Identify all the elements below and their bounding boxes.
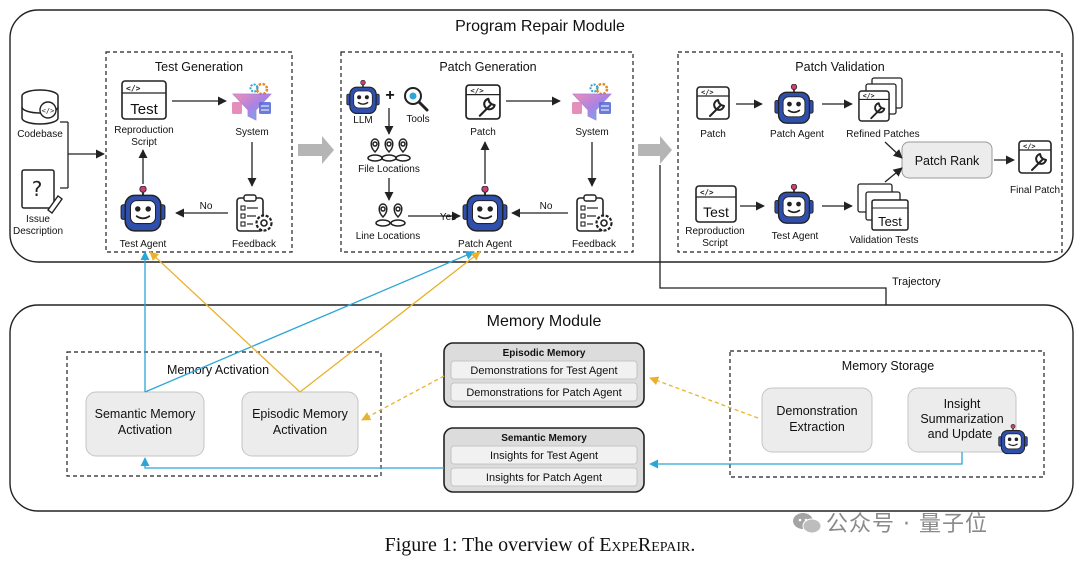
issue-label-line2: Description (13, 226, 63, 237)
memory-module-title: Memory Module (487, 313, 602, 330)
patch-doc-icon (465, 84, 501, 120)
tools-icon (404, 87, 429, 112)
caption-name-a: Expe (599, 534, 638, 556)
yes-label: Yes (440, 212, 456, 223)
patch-label: Patch (470, 127, 496, 138)
flow-arrow-1 (298, 136, 334, 164)
feedback-label-2: Feedback (572, 239, 617, 250)
reproduction-script-label-1: Reproduction (114, 125, 173, 136)
memory-module: Memory Module Memory Activation Semantic… (9, 304, 1074, 512)
wechat-icon (793, 513, 822, 534)
svg-text:</>: </> (126, 84, 141, 93)
program-repair-title: Program Repair Module (455, 18, 625, 35)
episodic-memory-box: Episodic Memory Demonstrations for Test … (443, 342, 645, 408)
caption-name-b: Repair (637, 534, 691, 556)
flow-arrow-2 (638, 136, 672, 164)
svg-text:Test: Test (130, 101, 158, 118)
patch-validation-box: Patch Validation Patch Patch Agent Refin… (677, 51, 1063, 253)
episodic-to-activation-arrow (361, 375, 445, 421)
patch-agent-label: Patch Agent (458, 239, 512, 250)
insight-label-2: Summarization (920, 412, 1003, 426)
svg-text:</>: </> (42, 107, 55, 115)
line-locations-label: Line Locations (356, 231, 421, 242)
svg-text:</>: </> (700, 188, 714, 197)
test-generation-box: Test Generation </> Test Reproduction Sc… (105, 51, 293, 253)
llm-label: LLM (353, 115, 372, 126)
reproduction-script-label-2: Script (131, 137, 157, 148)
file-locations-label: File Locations (358, 164, 420, 175)
patch-rank-box: Patch Rank (901, 141, 993, 179)
semantic-activation-label-2: Activation (118, 423, 172, 437)
feedback-label: Feedback (232, 239, 277, 250)
watermark: 公众号 · 量子位 (792, 506, 988, 538)
validation-patch-icon (696, 86, 730, 120)
memory-activation-box: Memory Activation Semantic Memory Activa… (66, 351, 382, 477)
demo-extraction-label-2: Extraction (789, 420, 845, 434)
validation-patch-agent-label: Patch Agent (770, 129, 824, 140)
issue-label-line1: Issue (26, 214, 50, 225)
validation-patch-label: Patch (700, 129, 726, 140)
reproduction-script-icon: </> Test (121, 80, 167, 120)
activation-links (140, 251, 481, 393)
validation-tests-icon: Test (857, 183, 909, 231)
semantic-to-activation-arrow (140, 457, 444, 469)
episodic-activation-label-2: Activation (273, 423, 327, 437)
episodic-item-patch-agent: Demonstrations for Patch Agent (466, 387, 621, 399)
issue-description-icon: ? (21, 169, 63, 214)
figure-caption: Figure 1: The overview of ExpeRepair. (0, 534, 1080, 557)
insight-to-semantic-arrow (649, 452, 963, 469)
input-connector (60, 121, 104, 189)
program-repair-module: Program Repair Module </> Codebase ? Iss… (9, 9, 1074, 347)
svg-text:Test: Test (878, 214, 902, 229)
codebase-icon: </> (21, 89, 59, 125)
episodic-item-test-agent: Demonstrations for Test Agent (470, 365, 617, 377)
semantic-item-test-agent: Insights for Test Agent (490, 450, 598, 462)
validation-tests-label: Validation Tests (849, 235, 918, 246)
watermark-text: 公众号 · 量子位 (826, 512, 988, 537)
validation-reproduction-label-1: Reproduction (685, 226, 744, 237)
semantic-memory-box: Semantic Memory Insights for Test Agent … (443, 427, 645, 493)
memory-activation-title: Memory Activation (167, 363, 269, 377)
patch-rank-label: Patch Rank (915, 154, 980, 168)
codebase-label: Codebase (17, 129, 63, 140)
svg-text:Test: Test (703, 204, 729, 220)
demo-to-episodic-arrow (649, 376, 759, 419)
system-label: System (235, 127, 268, 138)
test-agent-label: Test Agent (120, 239, 167, 250)
refined-patches-label: Refined Patches (846, 129, 919, 140)
semantic-activation-label-1: Semantic Memory (95, 407, 196, 421)
demo-extraction-label-1: Demonstration (776, 404, 857, 418)
semantic-memory-title: Semantic Memory (501, 433, 587, 444)
memory-storage-title: Memory Storage (842, 359, 934, 373)
system-label-2: System (575, 127, 608, 138)
patch-validation-title: Patch Validation (795, 60, 884, 74)
validation-reproduction-label-2: Script (702, 238, 728, 249)
final-patch-icon (1018, 140, 1052, 174)
no-label: No (200, 201, 213, 212)
no-label-2: No (540, 201, 553, 212)
caption-prefix: Figure 1: The overview of (384, 534, 600, 556)
trajectory-label: Trajectory (892, 276, 941, 288)
final-patch-label: Final Patch (1010, 185, 1060, 196)
refined-patches-icon (858, 77, 903, 122)
tools-label: Tools (406, 114, 429, 125)
insight-label-1: Insight (944, 397, 981, 411)
patch-generation-box: Patch Generation LLM + Tools File Locati… (340, 51, 634, 253)
patch-generation-title: Patch Generation (439, 60, 536, 74)
validation-reproduction-script-icon: </> Test (695, 185, 737, 223)
validation-test-agent-label: Test Agent (772, 231, 819, 242)
test-generation-title: Test Generation (155, 60, 243, 74)
caption-suffix: . (690, 534, 696, 556)
semantic-item-patch-agent: Insights for Patch Agent (486, 472, 602, 484)
insight-label-3: and Update (928, 427, 993, 441)
plus-sign: + (385, 87, 394, 104)
episodic-activation-label-1: Episodic Memory (252, 407, 349, 421)
svg-text:?: ? (32, 177, 43, 201)
episodic-memory-title: Episodic Memory (503, 348, 586, 359)
